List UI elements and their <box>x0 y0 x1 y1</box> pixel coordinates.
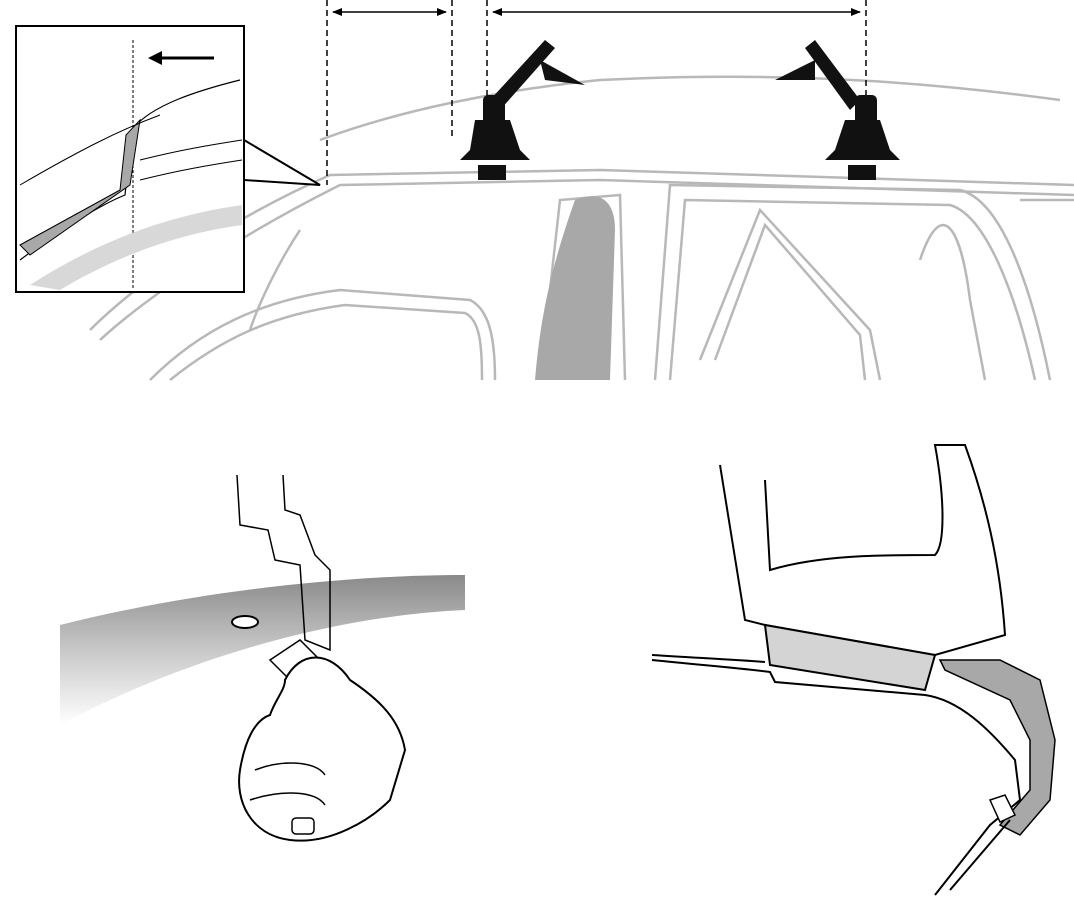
measurement-guides <box>326 0 867 185</box>
hand-bracket-illustration <box>60 474 465 842</box>
foot-cross-section <box>651 444 1056 896</box>
seat-silhouette <box>535 196 615 380</box>
arrowheads <box>332 8 861 16</box>
detail-inset <box>15 25 321 293</box>
rack-foot-front <box>460 40 585 180</box>
arrow-left-icon <box>148 51 162 65</box>
rack-foot-rear <box>775 40 900 180</box>
